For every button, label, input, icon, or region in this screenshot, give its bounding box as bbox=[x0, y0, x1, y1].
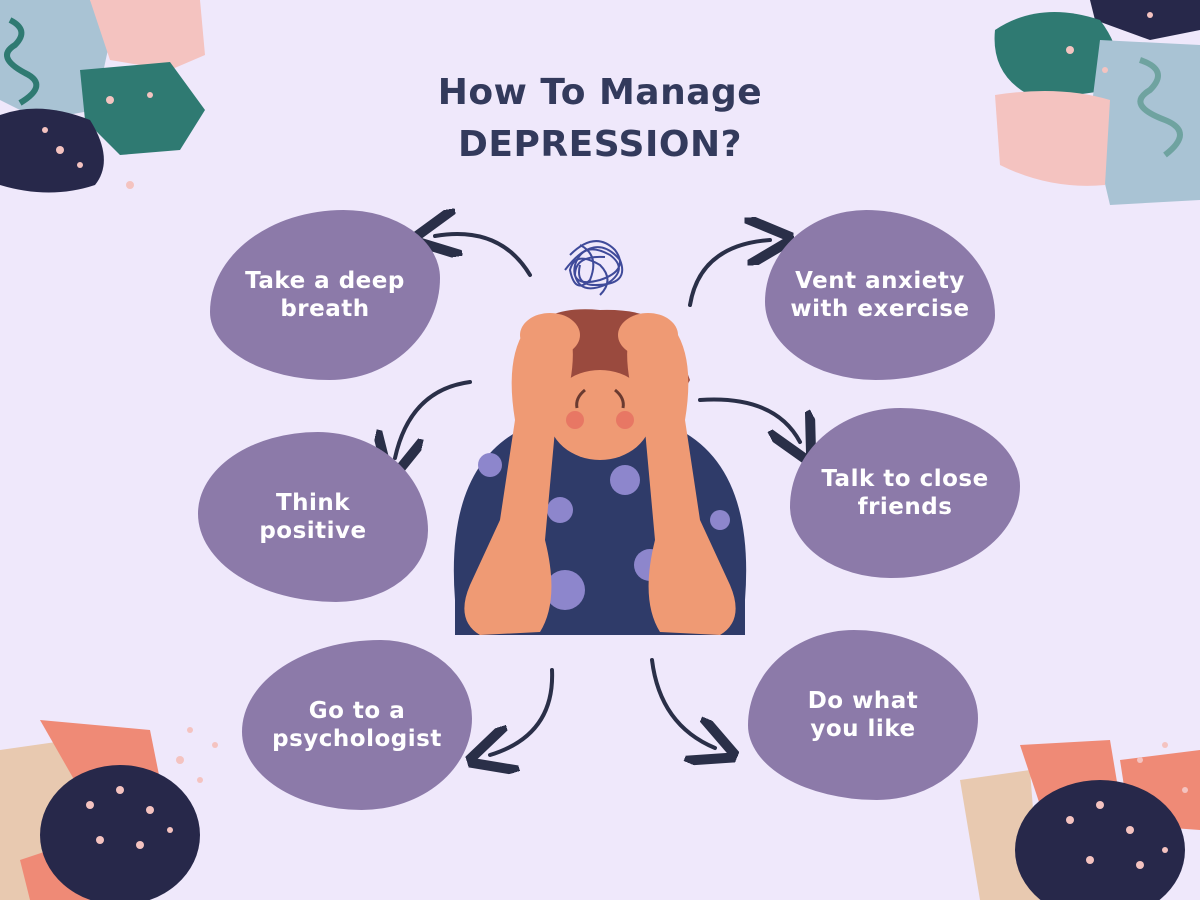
arrow-to-psychologist bbox=[490, 668, 555, 755]
tip-do-what-you-like: Do what you like bbox=[748, 630, 978, 800]
page-title-line-2: DEPRESSION? bbox=[458, 124, 742, 165]
tip-label: Talk to close friends bbox=[821, 466, 989, 520]
arrow-to-talk-to-friends bbox=[698, 397, 800, 442]
tip-label: Go to a psychologist bbox=[272, 698, 442, 752]
arrow-to-do-what-you-like bbox=[650, 658, 715, 748]
tip-label: Do what you like bbox=[807, 688, 919, 742]
tip-talk-to-close-friends: Talk to close friends bbox=[790, 408, 1020, 578]
paint-patch-bottom-left bbox=[0, 720, 218, 900]
tip-label: Take a deep breath bbox=[245, 268, 405, 322]
stressed-person-holding-head-icon bbox=[453, 240, 747, 635]
arrow-to-vent-anxiety bbox=[688, 240, 770, 307]
paint-patch-top-right bbox=[994, 0, 1200, 205]
tip-label: Vent anxiety with exercise bbox=[790, 268, 970, 322]
paint-patch-top-left bbox=[0, 0, 205, 193]
page-title-line-1: How To Manage bbox=[437, 72, 763, 113]
tip-go-to-a-psychologist: Go to a psychologist bbox=[242, 640, 472, 810]
tip-label: Think positive bbox=[259, 490, 367, 544]
paint-patch-bottom-right bbox=[960, 740, 1200, 900]
arrow-to-take-a-deep-breath bbox=[435, 234, 532, 277]
arrow-to-think-positive bbox=[395, 380, 472, 458]
tangled-scribble-icon bbox=[564, 240, 624, 296]
tip-think-positive: Think positive bbox=[198, 432, 428, 602]
